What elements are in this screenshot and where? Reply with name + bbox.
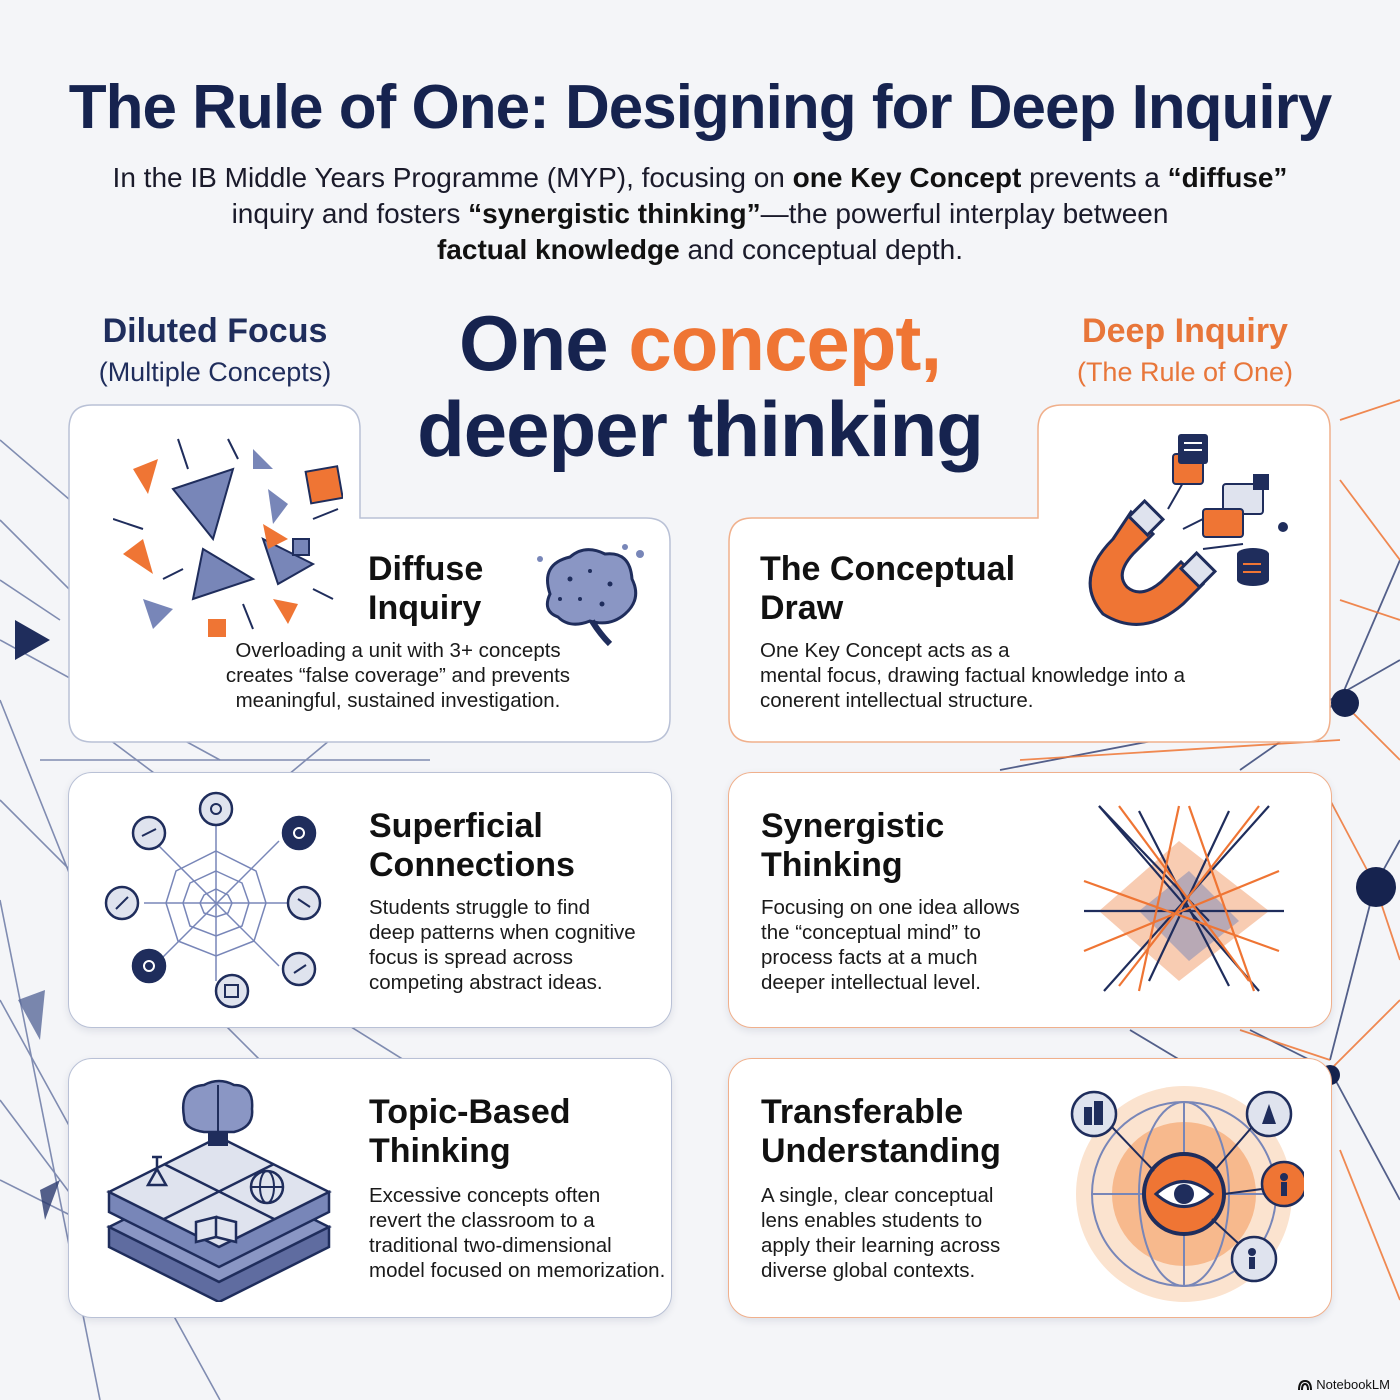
scattered-shapes-icon bbox=[113, 438, 343, 637]
superficial-connections-title: Superficial Connections bbox=[369, 807, 575, 885]
topic-based-thinking-description: Excessive concepts often revert the clas… bbox=[369, 1183, 669, 1283]
synergistic-title-line2: Thinking bbox=[761, 846, 903, 884]
subtitle-part-bold: “synergistic thinking” bbox=[468, 198, 761, 229]
transferable-understanding-card: Transferable Understanding A single, cle… bbox=[728, 1058, 1332, 1318]
diffuse-desc-line2: creates “false coverage” and prevents bbox=[225, 664, 571, 687]
subtitle-part: In the IB Middle Years Programme (MYP), … bbox=[112, 162, 793, 193]
topic-based-thinking-card: Topic-Based Thinking Excessive concepts … bbox=[68, 1058, 672, 1318]
transferable-understanding-description: A single, clear conceptual lens enables … bbox=[761, 1183, 1061, 1283]
synergistic-desc-line1: Focusing on one idea allows bbox=[761, 896, 1020, 919]
draw-desc-line2: mental focus, drawing factual knowledge … bbox=[760, 664, 1186, 687]
center-line1-b: concept, bbox=[628, 299, 942, 387]
transferable-understanding-title: Transferable Understanding bbox=[761, 1093, 1001, 1171]
left-column-subheading: (Multiple Concepts) bbox=[98, 357, 332, 387]
diffuse-inquiry-card: Diffuse Inquiry Overloading a unit with … bbox=[68, 404, 672, 744]
center-line1-a: One bbox=[458, 299, 629, 387]
transferable-desc-line4: diverse global contexts. bbox=[761, 1259, 976, 1282]
transferable-desc-line2: lens enables students to bbox=[761, 1209, 983, 1232]
subtitle-part-bold: one Key Concept bbox=[792, 162, 1022, 193]
magnet-icon bbox=[1088, 434, 1288, 626]
topic-based-thinking-title: Topic-Based Thinking bbox=[369, 1093, 571, 1171]
draw-desc-line3: conerent intellectual structure. bbox=[760, 689, 1034, 712]
subtitle-part: —the powerful interplay between bbox=[760, 198, 1169, 229]
topic-desc-line2: revert the classroom to a bbox=[369, 1209, 595, 1232]
superficial-desc-line1: Students struggle to find bbox=[369, 896, 591, 919]
topic-title-line2: Thinking bbox=[369, 1132, 511, 1170]
conceptual-draw-card: The Conceptual Draw One Key Concept acts… bbox=[728, 404, 1332, 744]
topic-desc-line1: Excessive concepts often bbox=[369, 1184, 601, 1207]
subtitle-part: inquiry and fosters bbox=[231, 198, 469, 229]
synergistic-title-line1: Synergistic bbox=[761, 807, 945, 845]
layered-blocks-icon bbox=[106, 1079, 332, 1302]
diffuse-desc-line3: meaningful, sustained investigation. bbox=[235, 689, 561, 712]
synergistic-thinking-description: Focusing on one idea allows the “concept… bbox=[761, 895, 1061, 995]
brain-icon bbox=[537, 544, 644, 647]
superficial-title-line1: Superficial bbox=[369, 807, 543, 845]
topic-title-line1: Topic-Based bbox=[369, 1093, 571, 1131]
transferable-title-line1: Transferable bbox=[761, 1093, 964, 1131]
right-column-header: Deep Inquiry (The Rule of One) bbox=[1050, 312, 1320, 388]
synergistic-thinking-title: Synergistic Thinking bbox=[761, 807, 944, 885]
synergistic-desc-line2: the “conceptual mind” to bbox=[761, 921, 981, 944]
page-title: The Rule of One: Designing for Deep Inqu… bbox=[68, 73, 1333, 142]
topic-desc-line3: traditional two-dimensional bbox=[369, 1234, 612, 1257]
diffuse-inquiry-description: Overloading a unit with 3+ concepts crea… bbox=[218, 638, 578, 713]
transferable-desc-line3: apply their learning across bbox=[761, 1234, 1001, 1257]
left-column-header: Diluted Focus (Multiple Concepts) bbox=[80, 312, 350, 388]
draw-title-line1: The Conceptual bbox=[760, 550, 1016, 588]
right-column-heading: Deep Inquiry bbox=[1082, 312, 1288, 350]
superficial-desc-line2: deep patterns when cognitive bbox=[369, 921, 636, 944]
diffuse-title-line2: Inquiry bbox=[368, 589, 482, 627]
conceptual-draw-description: One Key Concept acts as a mental focus, … bbox=[760, 638, 1320, 713]
diffuse-title-line1: Diffuse bbox=[368, 550, 484, 588]
superficial-connections-card: Superficial Connections Students struggl… bbox=[68, 772, 672, 1028]
center-headline: One concept, deeper thinking bbox=[380, 300, 1020, 472]
conceptual-draw-title: The Conceptual Draw bbox=[760, 550, 1015, 628]
subtitle-part-bold: “diffuse” bbox=[1167, 162, 1288, 193]
synergistic-thinking-card: Synergistic Thinking Focusing on one ide… bbox=[728, 772, 1332, 1028]
transferable-title-line2: Understanding bbox=[761, 1132, 1001, 1170]
synergistic-desc-line3: process facts at a much bbox=[761, 946, 978, 969]
superficial-desc-line4: competing abstract ideas. bbox=[369, 971, 603, 994]
page-subtitle: In the IB Middle Years Programme (MYP), … bbox=[80, 160, 1320, 268]
superficial-title-line2: Connections bbox=[369, 846, 575, 884]
subtitle-part-bold: factual knowledge bbox=[436, 234, 680, 265]
superficial-connections-description: Students struggle to find deep patterns … bbox=[369, 895, 669, 995]
globe-eye-icon bbox=[1070, 1086, 1304, 1302]
web-network-icon bbox=[104, 791, 322, 1009]
intersecting-lines-icon bbox=[1083, 805, 1284, 992]
transferable-desc-line1: A single, clear conceptual bbox=[761, 1184, 994, 1207]
topic-desc-line4: model focused on memorization. bbox=[369, 1259, 666, 1282]
subtitle-part: prevents a bbox=[1021, 162, 1168, 193]
brand-name: NotebookLM bbox=[1316, 1377, 1390, 1392]
diffuse-inquiry-title: Diffuse Inquiry bbox=[368, 550, 483, 628]
brand-badge: NotebookLM bbox=[1298, 1377, 1390, 1392]
superficial-desc-line3: focus is spread across bbox=[369, 946, 573, 969]
subtitle-part: and conceptual depth. bbox=[679, 234, 964, 265]
notebooklm-logo-icon bbox=[1298, 1379, 1313, 1390]
diffuse-desc-line1: Overloading a unit with 3+ concepts bbox=[235, 639, 561, 662]
draw-title-line2: Draw bbox=[760, 589, 844, 627]
synergistic-desc-line4: deeper intellectual level. bbox=[761, 971, 981, 994]
left-column-heading: Diluted Focus bbox=[102, 312, 328, 350]
center-line2: deeper thinking bbox=[417, 385, 984, 473]
draw-desc-line1: One Key Concept acts as a bbox=[760, 639, 1010, 662]
right-column-subheading: (The Rule of One) bbox=[1076, 357, 1294, 387]
